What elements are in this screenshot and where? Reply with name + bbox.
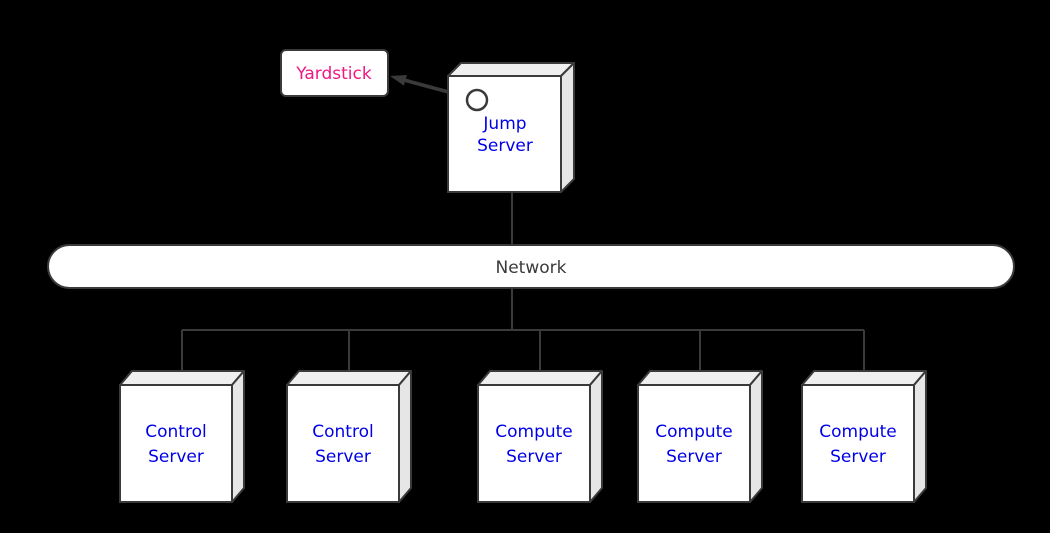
- server-2-side-face: [398, 370, 412, 503]
- server-3-side-face: [589, 370, 603, 503]
- connector-port-circle: [465, 88, 489, 112]
- server-2-front-face: [286, 384, 400, 503]
- server-3-top-face: [477, 370, 603, 386]
- server-node-2: Control Server: [286, 370, 412, 503]
- connector-edges: [181, 192, 865, 372]
- server-3-label-line2: Server: [506, 447, 562, 467]
- server-node-4: Compute Server: [637, 370, 763, 503]
- yardstick-node: Yardstick: [280, 49, 389, 97]
- server-4-label-line1: Compute: [655, 422, 733, 442]
- server-4-front-face: [637, 384, 751, 503]
- yardstick-label: Yardstick: [295, 64, 372, 84]
- server-2-label-line1: Control: [312, 422, 373, 442]
- server-4-top-face: [637, 370, 763, 386]
- jump-server-top-face: [447, 62, 575, 77]
- server-5-label-line2: Server: [830, 447, 886, 467]
- network-label: Network: [496, 258, 567, 278]
- server-1-label-line2: Server: [148, 447, 204, 467]
- jump-server-node: Jump Server: [447, 62, 575, 193]
- jump-server-label-line1: Jump: [482, 114, 526, 134]
- jump-server-side-face: [560, 62, 575, 193]
- server-5-top-face: [801, 370, 927, 386]
- jump-server-front-face: [447, 75, 562, 193]
- network-pill: [47, 244, 1015, 289]
- server-4-label-line2: Server: [666, 447, 722, 467]
- server-4-side-face: [749, 370, 763, 503]
- server-5-front-face: [801, 384, 915, 503]
- yardstick-box: [280, 49, 389, 97]
- jump-server-label-line2: Server: [477, 136, 533, 156]
- server-5-label-line1: Compute: [819, 422, 897, 442]
- server-2-label-line2: Server: [315, 447, 371, 467]
- server-node-1: Control Server: [119, 370, 245, 503]
- server-node-5: Compute Server: [801, 370, 927, 503]
- yardstick-arrow-head: [390, 75, 407, 86]
- server-1-top-face: [119, 370, 245, 386]
- network-node: Network: [47, 244, 1015, 289]
- server-2-top-face: [286, 370, 412, 386]
- server-1-side-face: [231, 370, 245, 503]
- server-3-label-line1: Compute: [495, 422, 573, 442]
- server-node-3: Compute Server: [477, 370, 603, 503]
- server-1-front-face: [119, 384, 233, 503]
- server-1-label-line1: Control: [145, 422, 206, 442]
- server-3-front-face: [477, 384, 591, 503]
- server-5-side-face: [913, 370, 927, 503]
